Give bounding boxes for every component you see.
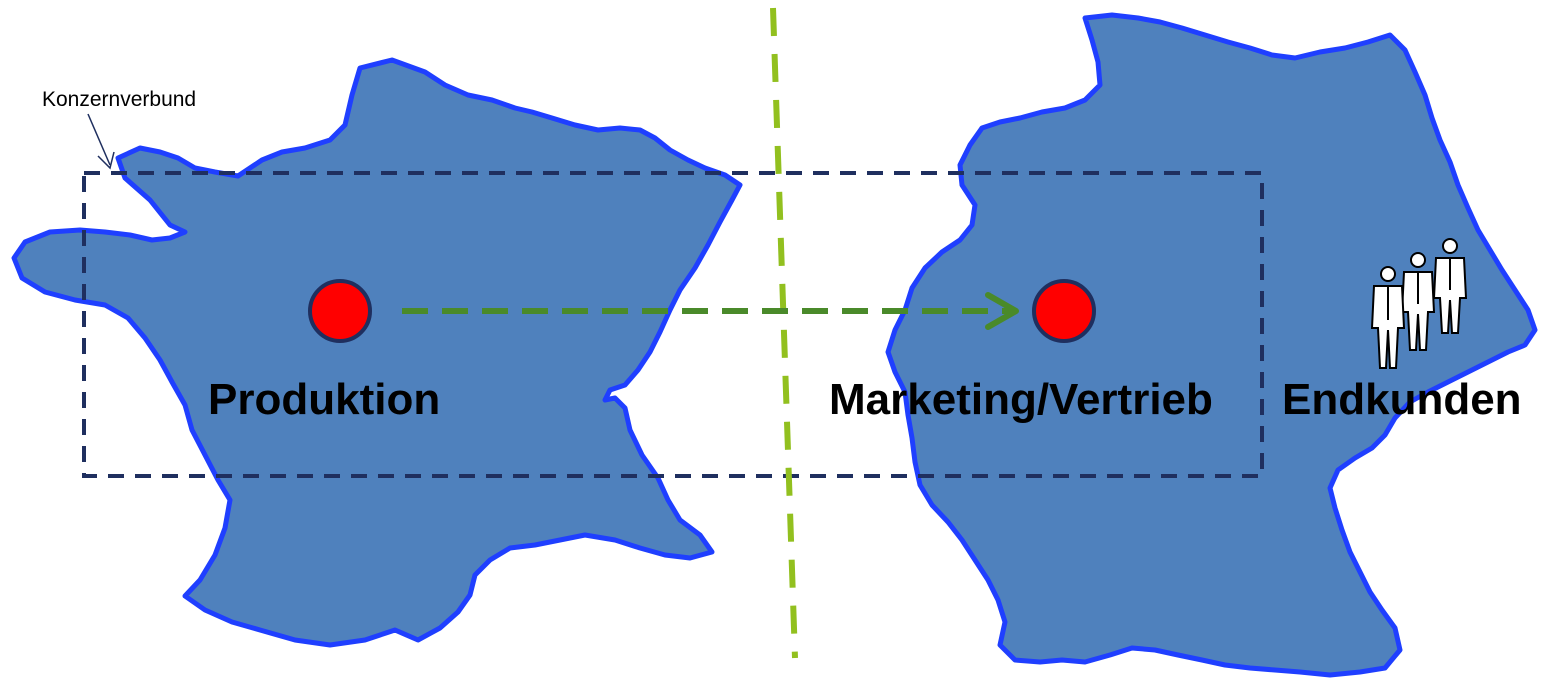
group-callout-arrowhead xyxy=(97,151,115,170)
flow-arrowhead xyxy=(985,292,1019,330)
marketing-node xyxy=(1032,279,1096,343)
marketing-label: Marketing/Vertrieb xyxy=(829,375,1213,424)
people-group-icon xyxy=(1370,238,1468,369)
customers-label: Endkunden xyxy=(1282,375,1522,424)
production-node xyxy=(308,279,372,343)
country-border-line xyxy=(770,7,798,659)
group-callout-pointer xyxy=(87,113,111,166)
group-label: Konzernverbund xyxy=(42,88,196,111)
production-label: Produktion xyxy=(208,375,440,424)
country-france-shape xyxy=(11,57,743,648)
country-germany-shape xyxy=(885,12,1538,678)
group-boundary-box xyxy=(82,171,1264,478)
